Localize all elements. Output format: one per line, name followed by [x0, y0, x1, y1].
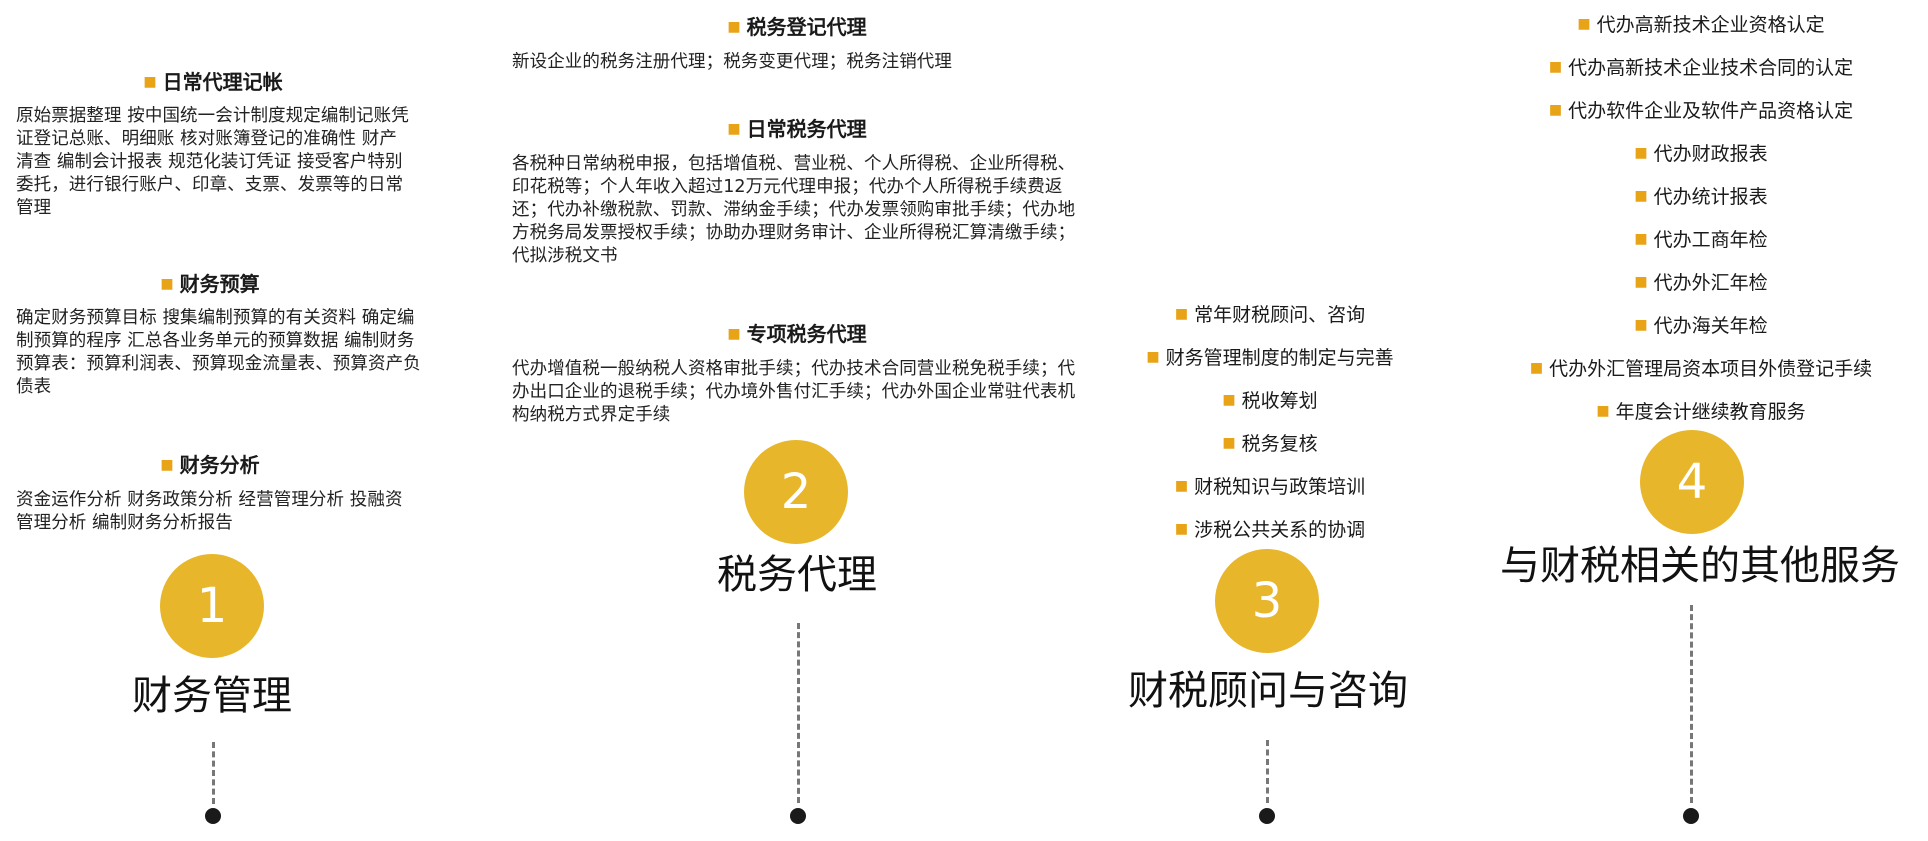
list-item: ■年度会计继续教育服务: [1596, 401, 1806, 423]
bullet-icon: ■: [1222, 435, 1236, 451]
bullet-icon: ■: [727, 121, 741, 137]
section-text: 确定财务预算目标 搜集编制预算的有关资料 确定编制预算的程序 汇总各业务单元的预…: [16, 308, 421, 397]
bullet-icon: ■: [1174, 478, 1189, 494]
bullet-icon: ■: [727, 19, 741, 35]
bullet-icon: ■: [1596, 403, 1610, 419]
section-text: 各税种日常纳税申报，包括增值税、营业税、个人所得税、企业所得税、印花税等；个人年…: [512, 154, 1076, 266]
step-number-badge: 1: [160, 554, 264, 658]
dashed-connector: [1690, 605, 1693, 803]
timeline-dot: [205, 808, 221, 824]
bullet-icon: ■: [1634, 274, 1648, 290]
bullet-icon: ■: [1634, 145, 1648, 161]
bullet-icon: ■: [143, 74, 157, 90]
step-number-badge: 3: [1215, 549, 1319, 653]
column-title: 财税顾问与咨询: [1128, 668, 1408, 714]
section-heading: ■税务登记代理: [727, 15, 867, 39]
list-item: ■代办外汇年检: [1634, 272, 1768, 294]
bullet-icon: ■: [160, 276, 174, 292]
list-item: ■涉税公共关系的协调: [1174, 519, 1366, 541]
dashed-connector: [797, 623, 800, 803]
list-item: ■代办统计报表: [1634, 186, 1768, 208]
timeline-dot: [790, 808, 806, 824]
list-item: ■财税知识与政策培训: [1174, 476, 1366, 498]
bullet-icon: ■: [1577, 16, 1591, 32]
bullet-icon: ■: [1174, 306, 1189, 322]
bullet-icon: ■: [1548, 102, 1563, 118]
dashed-connector: [212, 742, 215, 804]
list-item: ■代办高新技术企业技术合同的认定: [1548, 57, 1854, 79]
column-title: 与财税相关的其他服务: [1500, 543, 1900, 589]
bullet-icon: ■: [727, 326, 741, 342]
dashed-connector: [1266, 740, 1269, 803]
item-list: ■常年财税顾问、咨询 ■财务管理制度的制定与完善 ■税收筹划 ■税务复核 ■财税…: [1146, 295, 1393, 553]
bullet-icon: ■: [1634, 317, 1648, 333]
list-item: ■代办外汇管理局资本项目外债登记手续: [1529, 358, 1873, 380]
section-heading: ■财务预算: [160, 272, 260, 296]
item-list: ■代办高新技术企业资格认定 ■代办高新技术企业技术合同的认定 ■代办软件企业及软…: [1530, 5, 1872, 435]
step-number-badge: 2: [744, 440, 848, 544]
section-heading: ■财务分析: [160, 453, 260, 477]
section-text: 原始票据整理 按中国统一会计制度规定编制记账凭证登记总账、明细账 核对账簿登记的…: [16, 106, 409, 218]
list-item: ■代办软件企业及软件产品资格认定: [1548, 100, 1854, 122]
bullet-icon: ■: [1529, 360, 1544, 376]
column-title: 税务代理: [717, 552, 877, 598]
section-text: 资金运作分析 财务政策分析 经营管理分析 投融资管理分析 编制财务分析报告: [16, 490, 403, 533]
list-item: ■税务复核: [1222, 433, 1318, 455]
bullet-icon: ■: [1174, 521, 1189, 537]
section-heading: ■专项税务代理: [727, 322, 867, 346]
bullet-icon: ■: [1548, 59, 1563, 75]
section-heading: ■日常代理记帐: [143, 70, 283, 94]
bullet-icon: ■: [1634, 231, 1648, 247]
list-item: ■税收筹划: [1222, 390, 1318, 412]
list-item: ■代办财政报表: [1634, 143, 1768, 165]
bullet-icon: ■: [1146, 349, 1160, 365]
timeline-dot: [1683, 808, 1699, 824]
step-number-badge: 4: [1640, 430, 1744, 534]
bullet-icon: ■: [1634, 188, 1648, 204]
list-item: ■代办高新技术企业资格认定: [1577, 14, 1825, 36]
timeline-dot: [1259, 808, 1275, 824]
list-item: ■财务管理制度的制定与完善: [1146, 347, 1394, 369]
list-item: ■代办海关年检: [1634, 315, 1768, 337]
section-heading: ■日常税务代理: [727, 117, 867, 141]
bullet-icon: ■: [1222, 392, 1236, 408]
section-text: 代办增值税一般纳税人资格审批手续；代办技术合同营业税免税手续；代办出口企业的退税…: [512, 359, 1076, 425]
column-title: 财务管理: [132, 673, 292, 719]
list-item: ■代办工商年检: [1634, 229, 1768, 251]
section-text: 新设企业的税务注册代理；税务变更代理；税务注销代理: [512, 52, 952, 72]
list-item: ■常年财税顾问、咨询: [1174, 304, 1366, 326]
bullet-icon: ■: [160, 457, 174, 473]
